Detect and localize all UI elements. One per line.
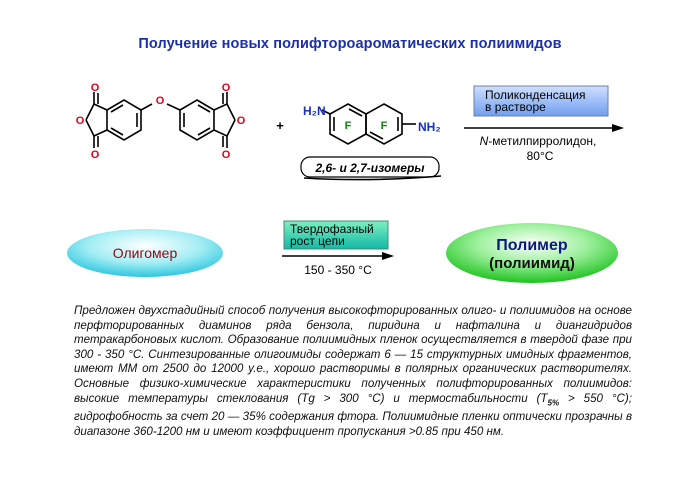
oxygen-atom: O [91, 149, 100, 161]
oxygen-atom: O [76, 115, 85, 127]
fluorine-label: F [381, 120, 388, 132]
step2-condition-box [283, 220, 389, 250]
reaction-scheme: O O O O O O O + H₂N NH₂ F F 2,6- и 2,7-и… [67, 82, 624, 283]
step1-label-line2: в растворе [485, 100, 546, 114]
oligomer-label: Олигомер [113, 245, 178, 261]
description-paragraph: Предложен двухстадийный способ получения… [74, 304, 632, 440]
step2-label-line1: Твердофазный [290, 222, 374, 236]
oxygen-atom: O [156, 95, 165, 107]
polymer-label-line2: (полиимид) [489, 255, 575, 272]
amine-label-right: NH₂ [418, 120, 441, 134]
svg-text:N-метилпирролидон,: N-метилпирролидон, [480, 134, 597, 148]
polymer-label-line1: Полимер [496, 237, 568, 254]
description-text-continued: > 550 °C); гидрофобность за счет 20 — 35… [74, 391, 632, 439]
description-subscript: 5% [547, 397, 560, 407]
dianhydride-structure [85, 92, 236, 148]
step2-temperature: 150 - 350 °C [304, 263, 372, 277]
solvent-name: -метилпирролидон, [488, 134, 596, 148]
plus-sign: + [276, 118, 284, 133]
step2-label-line2: рост цепи [290, 234, 345, 248]
step1-condition-box [473, 85, 609, 117]
step1-temperature: 80°C [527, 149, 554, 163]
isomers-label: 2,6- и 2,7-изомеры [314, 161, 425, 175]
isomers-box [300, 156, 440, 178]
description-text: Предложен двухстадийный способ получения… [74, 304, 632, 405]
oxygen-atom: O [91, 82, 100, 94]
fluorine-label: F [345, 120, 352, 132]
page-title: Получение новых полифтороароматических п… [138, 36, 562, 52]
solvent-n-prefix: N [480, 134, 489, 148]
diamine-structure [321, 103, 416, 145]
oxygen-atom: O [222, 82, 231, 94]
step1-label-line1: Поликонденсация [485, 88, 585, 102]
amine-label-left: H₂N [303, 104, 326, 118]
polymer-ellipse [446, 223, 618, 283]
oligomer-ellipse [67, 229, 223, 277]
oxygen-atom: O [222, 149, 231, 161]
oxygen-atom: O [237, 115, 246, 127]
